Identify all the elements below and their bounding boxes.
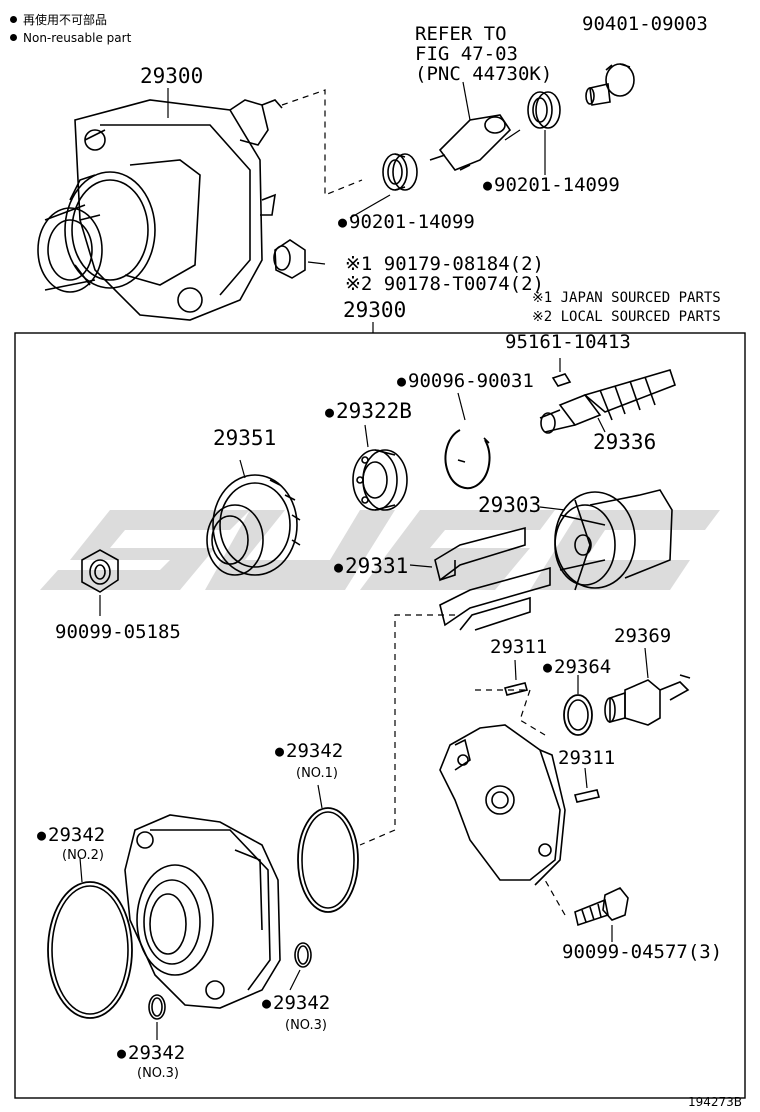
- rotor-29303: [554, 489, 673, 591]
- nut-90099-05185: [81, 549, 119, 593]
- assembly-frame: [14, 332, 746, 1099]
- legend-en: Non-reusable part: [10, 30, 131, 46]
- part-90179-08184[interactable]: ※1 90179-08184(2): [345, 253, 544, 275]
- part-90401-09003[interactable]: 90401-09003: [582, 13, 708, 35]
- union-bolt-90401: [585, 63, 635, 106]
- plug-90179: [273, 239, 306, 279]
- vanes-29331: [434, 526, 551, 631]
- oil-seal-90201-a: [382, 153, 418, 191]
- part-29322b[interactable]: 29322B: [325, 401, 412, 422]
- refer-note-line1: REFER TO: [415, 23, 507, 45]
- note-japan-sourced: ※1 JAPAN SOURCED PARTS: [532, 290, 721, 306]
- part-29369[interactable]: 29369: [614, 625, 672, 647]
- part-95161-10413[interactable]: 95161-10413: [505, 331, 631, 353]
- shaft-29336: [539, 369, 677, 434]
- refer-note-line2[interactable]: FIG 47-03: [415, 43, 518, 65]
- union-fitting: [429, 114, 512, 171]
- vacuum-pump-assembly-top: [37, 89, 363, 321]
- pump-cover-plate: [439, 724, 566, 886]
- part-29300-top[interactable]: 29300: [140, 64, 204, 88]
- figure-code: 194273B: [688, 1095, 743, 1109]
- part-90178-t0074[interactable]: ※2 90178-T0074(2): [345, 273, 544, 295]
- part-29331[interactable]: 29331: [334, 556, 408, 577]
- part-90201-14099-b[interactable]: 90201-14099: [483, 175, 620, 195]
- part-29336[interactable]: 29336: [593, 430, 657, 454]
- bolt-90099-04577: [574, 887, 629, 927]
- gear-29351: [206, 474, 301, 576]
- part-29342-no3-a[interactable]: 29342: [262, 993, 330, 1013]
- refer-note-line3: (PNC 44730K): [415, 63, 553, 85]
- bearing-29322b: [352, 449, 408, 511]
- part-90201-14099-a[interactable]: 90201-14099: [338, 212, 475, 232]
- part-90096-90031[interactable]: 90096-90031: [397, 371, 534, 391]
- part-29342-no1[interactable]: 29342: [275, 741, 343, 761]
- part-29342-no2[interactable]: 29342: [37, 825, 105, 845]
- label-no3-b: (NO.3): [137, 1066, 179, 1081]
- part-29303[interactable]: 29303: [478, 493, 542, 517]
- note-local-sourced: ※2 LOCAL SOURCED PARTS: [532, 309, 721, 325]
- part-29300-box[interactable]: 29300: [343, 298, 407, 322]
- part-90099-04577[interactable]: 90099-04577(3): [562, 941, 723, 963]
- part-29364[interactable]: 29364: [543, 657, 611, 677]
- check-valve-29369: [604, 674, 691, 726]
- pump-body: [124, 814, 281, 1009]
- label-no1: (NO.1): [296, 766, 338, 781]
- part-29342-no3-b[interactable]: 29342: [117, 1043, 185, 1063]
- oil-seal-90201-b: [527, 91, 561, 129]
- legend-jp: 再使用不可部品: [10, 12, 107, 28]
- part-29351[interactable]: 29351: [213, 426, 277, 450]
- part-90099-05185[interactable]: 90099-05185: [55, 621, 181, 643]
- label-no2: (NO.2): [62, 848, 104, 863]
- label-no3-a: (NO.3): [285, 1018, 327, 1033]
- part-29311-a[interactable]: 29311: [490, 636, 548, 658]
- part-29311-b[interactable]: 29311: [558, 747, 616, 769]
